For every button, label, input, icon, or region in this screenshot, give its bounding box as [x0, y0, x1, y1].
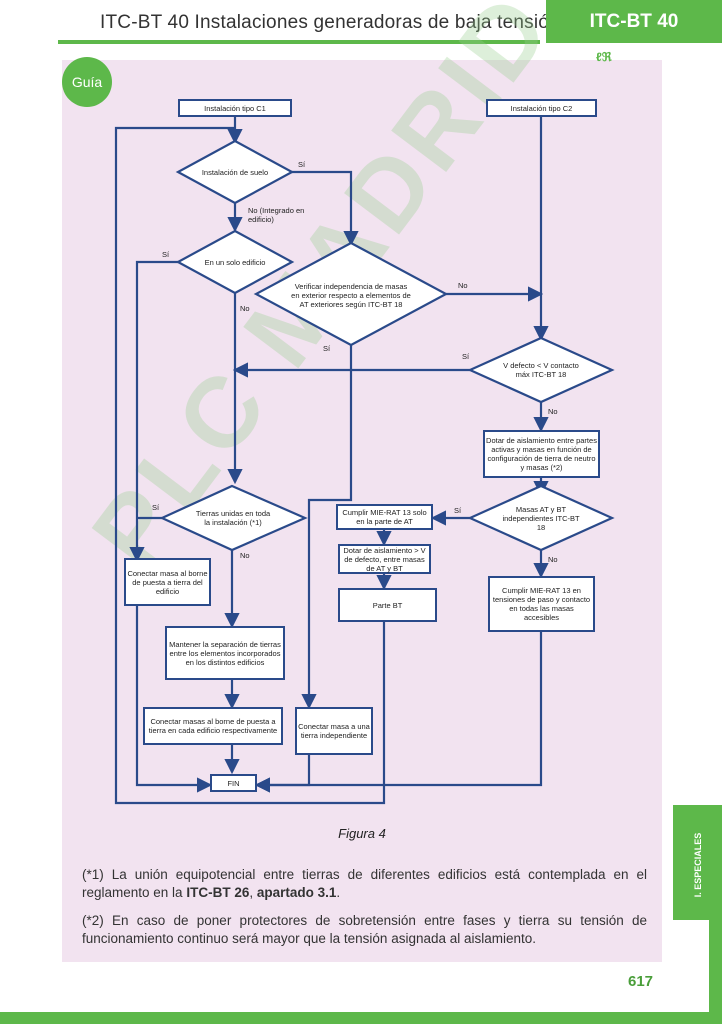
label-si-edificio: Sí: [162, 250, 170, 259]
conectar-independiente-box: Conectar masa a una tierra independiente: [295, 707, 373, 755]
figure-caption: Figura 4: [338, 826, 386, 841]
footnote-1-sep: ,: [249, 885, 257, 900]
cumplir-at-box: Cumplir MIE-RAT 13 solo en la parte de A…: [336, 504, 433, 530]
dotar-aislamiento-at-bt-box: Dotar de aislamiento > V de defecto, ent…: [338, 544, 431, 574]
diamond-vdefecto-text: V defecto < V contacto máx ITC-BT 18: [503, 361, 579, 379]
side-section-tab: [673, 805, 722, 920]
fin-box: FIN: [210, 774, 257, 792]
page-title: ITC-BT 40 Instalaciones generadoras de b…: [100, 12, 560, 33]
guide-badge: Guía: [62, 57, 112, 107]
diamond-masas-text: Masas AT y BT independientes ITC-BT 18: [502, 504, 580, 532]
diamond-tierras: [159, 484, 308, 552]
conn-indep-fin: [254, 755, 311, 793]
section-badge: ITC-BT 40: [546, 0, 722, 43]
start-c1-box: Instalación tipo C1: [178, 99, 292, 117]
conn-verificar-si: [301, 345, 353, 710]
label-no-edificio: No: [240, 304, 250, 313]
label-no-suelo: No (Integrado en edificio): [248, 206, 305, 224]
label-si-vdefecto: Sí: [462, 352, 470, 361]
label-si-verificar: Sí: [323, 344, 331, 353]
cumplir-tensiones-box: Cumplir MIE-RAT 13 en tensiones de paso …: [488, 576, 595, 632]
diamond-masas: [467, 484, 615, 552]
conn-suelo-si: [292, 170, 359, 247]
parte-bt-box: Parte BT: [338, 588, 437, 622]
diamond-tierras-text: Tierras unidas en toda la instalación (*…: [195, 509, 271, 527]
diamond-verificar-text: Verificar independencia de masas en exte…: [291, 281, 411, 309]
footnote-1-text: (*1) La unión equipotencial entre tierra…: [82, 867, 647, 900]
footnote-1-ref: ITC-BT 26: [186, 885, 250, 900]
conectar-cada-edificio-box: Conectar masas al borne de puesta a tier…: [143, 707, 283, 745]
diamond-suelo-text: Instalación de suelo: [201, 167, 269, 177]
title-underline: [58, 40, 540, 44]
label-no-vdefecto: No: [548, 407, 558, 416]
publisher-logo: ℓℜ: [596, 50, 612, 64]
page-number: 617: [628, 973, 654, 990]
bottom-bar: [0, 1012, 722, 1024]
label-si-masas: Sí: [454, 506, 462, 515]
footnote-1-end: .: [336, 885, 341, 900]
diamond-edificio: [175, 229, 295, 295]
diamond-verificar: [253, 241, 449, 347]
conn-partebt-loop: [114, 126, 386, 805]
diamond-edificio-text: En un solo edificio: [204, 257, 266, 267]
conn-edificio-si: [129, 260, 178, 563]
label-no-tierras: No: [240, 551, 250, 560]
label-no-masas: No: [548, 555, 558, 564]
label-si-tierras: Sí: [152, 503, 160, 512]
side-strip: [709, 920, 722, 1024]
footnote-2: (*2) En caso de poner protectores de sob…: [82, 913, 647, 946]
diamond-suelo: [175, 139, 295, 205]
dotar-aislamiento-box: Dotar de aislamiento entre partes activa…: [483, 430, 600, 478]
label-no-verificar: No: [458, 281, 468, 290]
conectar-borne-box: Conectar masa al borne de puesta a tierr…: [124, 558, 211, 606]
diamond-vdefecto: [467, 336, 615, 404]
footnote-1: (*1) La unión equipotencial entre tierra…: [82, 866, 647, 902]
footnote-1-section: apartado 3.1: [256, 885, 337, 900]
side-section-label: I. ESPECIALES: [693, 832, 703, 898]
label-si-suelo: Sí: [298, 160, 306, 169]
mantener-separacion-box: Mantener la separación de tierras entre …: [165, 626, 285, 680]
conn-borne-fin: [135, 606, 213, 793]
conn-cumplirtens-fin: [254, 632, 543, 793]
start-c2-box: Instalación tipo C2: [486, 99, 597, 117]
